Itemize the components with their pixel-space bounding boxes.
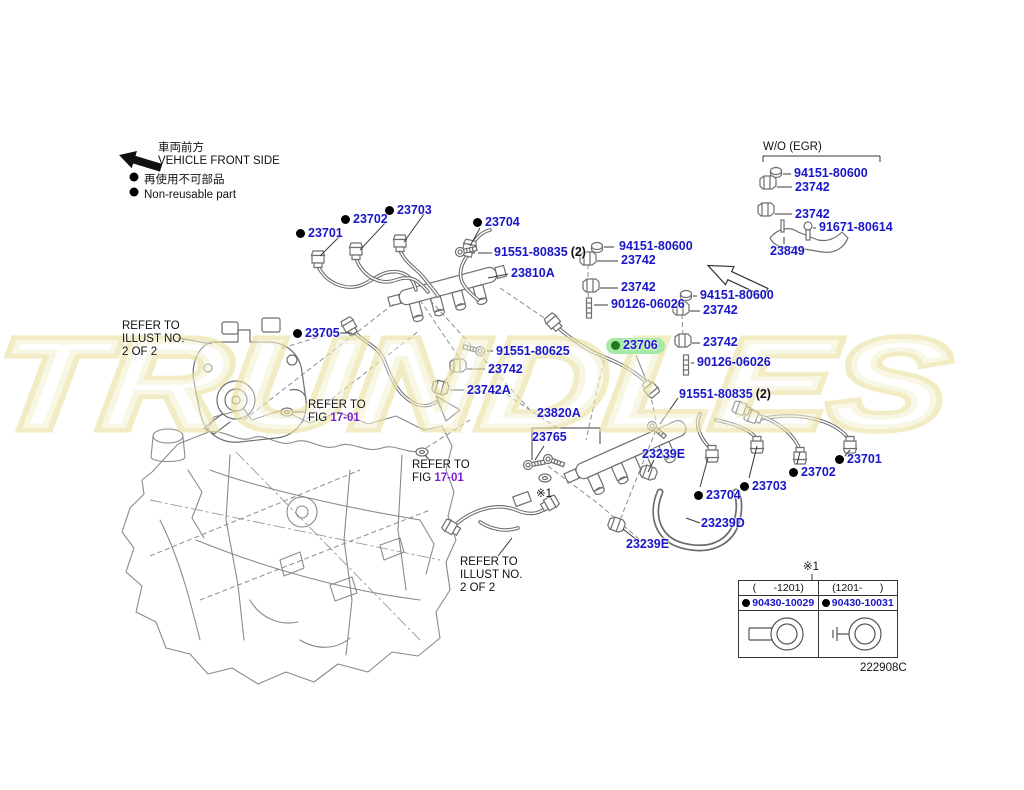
pipe-23705 [339, 315, 461, 422]
part-label-23742[interactable]: 23742 [621, 253, 656, 267]
nonreusable-bullet [293, 329, 302, 338]
part-label-94151-80600[interactable]: 94151-80600 [619, 239, 693, 253]
leader-lines [177, 173, 851, 581]
legend-en-direction: VEHICLE FRONT SIDE [158, 155, 280, 167]
table-part-row: 90430-10029 90430-10031 [739, 596, 897, 611]
part-label-23704[interactable]: 23704 [694, 489, 741, 503]
part-label-23820a[interactable]: 23820A [537, 406, 581, 420]
nonreusable-bullet [740, 482, 749, 491]
egr-bracket-23849 [769, 219, 849, 253]
part-label-23704[interactable]: 23704 [473, 216, 520, 230]
part-label-23701[interactable]: 23701 [296, 227, 343, 241]
gasket-tab-icon [748, 617, 804, 651]
legend-bullet-en [129, 187, 139, 197]
part-label-91551-80625[interactable]: 91551-80625 [496, 344, 570, 358]
nonreusable-bullet [742, 599, 751, 607]
part-label-23706[interactable]: 23706 [606, 338, 665, 354]
applicability-table: ( -1201) (1201- ) 90430-10029 90430-1003… [738, 580, 898, 658]
part-label-23703[interactable]: 23703 [385, 204, 432, 218]
part-label-23701[interactable]: 23701 [835, 453, 882, 467]
table-part-col1[interactable]: 90430-10029 [739, 596, 819, 611]
part-label-23742[interactable]: 23742 [795, 180, 830, 194]
part-label-23702[interactable]: 23702 [789, 466, 836, 480]
pipe-23706 [542, 311, 662, 400]
note-drawing-code: 222908C [860, 662, 907, 674]
part-label-23703[interactable]: 23703 [740, 480, 787, 494]
note-wo-egr: W/O (EGR) [763, 141, 822, 153]
hose-23239D [606, 463, 743, 552]
nonreusable-bullet [694, 491, 703, 500]
nonreusable-bullet [835, 455, 844, 464]
part-label-23742[interactable]: 23742 [621, 280, 656, 294]
part-label-23810a[interactable]: 23810A [511, 266, 555, 280]
part-label-23742[interactable]: 23742 [795, 207, 830, 221]
nonreusable-bullet [611, 341, 620, 350]
legend-en-nonreusable: Non-reusable part [144, 189, 237, 201]
fig-link-17-01[interactable]: 17-01 [434, 472, 464, 484]
legend-ja-direction: 車両前方 [158, 142, 204, 154]
engine-sketch [121, 408, 457, 685]
part-label-23705[interactable]: 23705 [293, 327, 340, 341]
note-marker-2: ※1 [803, 561, 820, 573]
part-label-91551-80835[interactable]: 91551-80835(2) [679, 387, 771, 401]
fig-link-17-01[interactable]: 17-01 [330, 412, 360, 424]
part-label-94151-80600[interactable]: 94151-80600 [794, 166, 868, 180]
wo-egr-bracket [762, 155, 881, 162]
fuel-rail-lower [563, 419, 687, 495]
table-header-row: ( -1201) (1201- ) [739, 581, 897, 596]
legend-nonreusable: 再使用不可部品 Non-reusable part [144, 171, 236, 201]
table-icon-row [739, 611, 897, 657]
nonreusable-bullet [385, 206, 394, 215]
part-label-23702[interactable]: 23702 [341, 213, 388, 227]
table-range-col1: ( -1201) [739, 581, 819, 596]
gasket-stem-icon [832, 617, 882, 651]
part-label-23742[interactable]: 23742 [488, 362, 523, 376]
part-label-94151-80600[interactable]: 94151-80600 [700, 288, 774, 302]
table-range-col2: (1201- ) [818, 581, 897, 596]
legend-direction: 車両前方 VEHICLE FRONT SIDE [158, 139, 280, 167]
gasket-icon-late [819, 611, 898, 657]
part-label-23742a[interactable]: 23742A [467, 383, 511, 397]
part-label-23742[interactable]: 23742 [703, 303, 738, 317]
nonreusable-bullet [789, 468, 798, 477]
note-marker-1: ※1 [536, 488, 553, 500]
part-label-23239e[interactable]: 23239E [626, 537, 670, 551]
injection-pump [192, 317, 307, 443]
egr-pointer-arrow [706, 264, 769, 298]
nonreusable-bullet [473, 218, 482, 227]
part-label-23765[interactable]: 23765 [532, 430, 567, 444]
table-part-col2[interactable]: 90430-10031 [818, 596, 897, 611]
part-label-23239e[interactable]: 23239E [642, 447, 686, 461]
pipe-subassembly [440, 490, 561, 538]
part-label-91551-80835[interactable]: 91551-80835(2) [494, 245, 586, 259]
part-number[interactable]: 90430-10029 [752, 597, 815, 609]
nonreusable-bullet [341, 215, 350, 224]
part-number[interactable]: 90430-10031 [831, 597, 894, 609]
gasket-icon-early [739, 611, 819, 657]
part-label-91671-80614[interactable]: 91671-80614 [819, 220, 893, 234]
legend-ja-nonreusable: 再使用不可部品 [144, 174, 225, 186]
part-label-90126-06026[interactable]: 90126-06026 [611, 297, 685, 311]
part-label-23239d[interactable]: 23239D [701, 516, 745, 530]
nonreusable-bullet [821, 599, 830, 607]
part-label-90126-06026[interactable]: 90126-06026 [697, 355, 771, 369]
legend-bullet-ja [129, 172, 139, 182]
injection-pipes-right [695, 399, 858, 465]
part-label-23849[interactable]: 23849 [770, 244, 805, 258]
part-label-23742[interactable]: 23742 [703, 335, 738, 349]
nonreusable-bullet [296, 229, 305, 238]
vehicle-front-arrow [119, 151, 163, 172]
